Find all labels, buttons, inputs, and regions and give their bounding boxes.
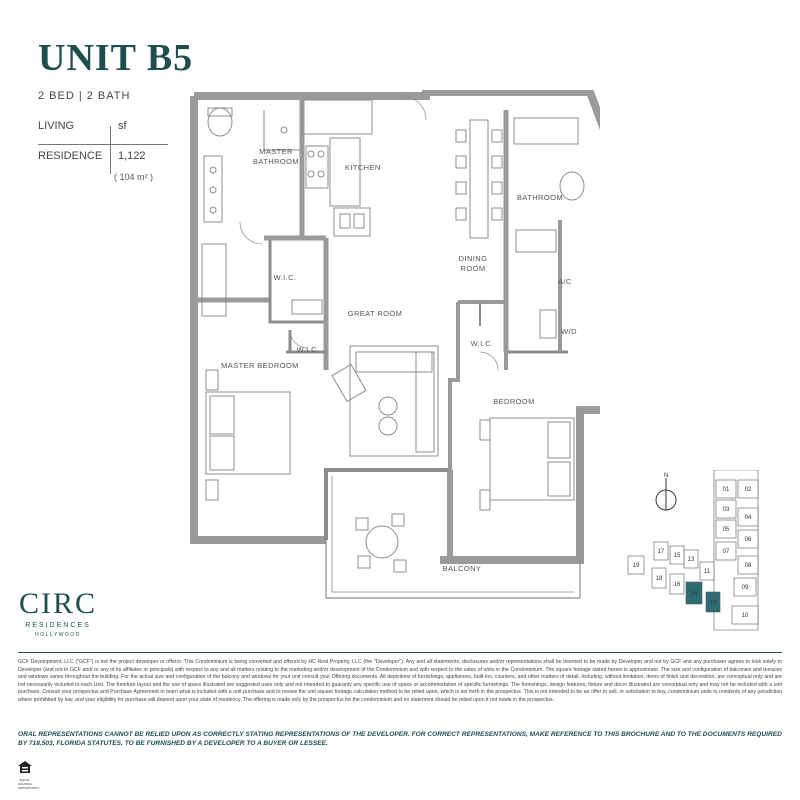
key-plan-unit-label: 06	[745, 537, 752, 543]
key-plan-unit-11	[699, 561, 715, 581]
key-plan-unit-04	[737, 507, 759, 527]
equal-housing-logo: EQUAL HOUSING OPPORTUNITY	[18, 760, 40, 790]
key-plan-unit-label: 12	[710, 600, 717, 606]
key-plan-unit-03	[715, 499, 737, 519]
key-plan-unit-label: 05	[723, 527, 730, 533]
key-plan-unit-label: 01	[723, 487, 730, 493]
key-plan: N 01 02 03 04 05 06 07 08 09 10 11 12 13 14 15 16 17 18 19	[627, 470, 759, 631]
key-plan-unit-19	[627, 555, 645, 575]
living-label: LIVING	[38, 120, 75, 132]
key-plan-unit-16	[669, 573, 685, 595]
room-label-wd: W/D	[561, 327, 577, 336]
key-plan-unit-label: 11	[704, 569, 711, 575]
equal-housing-icon	[18, 761, 32, 773]
room-label-master-bath-2: BATHROOM	[253, 157, 299, 166]
key-plan-unit-label: 07	[723, 549, 730, 555]
key-plan-unit-09	[733, 577, 757, 597]
north-label: N	[664, 473, 668, 479]
key-plan-unit-02	[737, 479, 759, 499]
key-plan-unit-07	[715, 541, 737, 561]
table-divider-vertical	[110, 126, 111, 174]
residence-label: RESIDENCE	[38, 150, 103, 162]
key-plan-unit-06	[737, 529, 759, 549]
key-plan-unit-12	[705, 591, 721, 613]
room-label-wic-great: W.I.C.	[297, 345, 320, 354]
oral-representations-notice: ORAL REPRESENTATIONS CANNOT BE RELIED UP…	[18, 731, 782, 747]
key-plan-unit-01	[715, 479, 737, 499]
area-row-residence: RESIDENCE 1,122	[38, 150, 168, 172]
room-label-bedroom: BEDROOM	[493, 397, 535, 406]
key-plan-unit-label: 04	[745, 515, 752, 521]
legal-disclaimer: GCF Development, LLC ("GCF") is not the …	[18, 659, 782, 703]
key-plan-unit-label: 18	[656, 576, 663, 582]
logo-residences: RESIDENCES	[25, 622, 91, 629]
room-label-balcony: BALCONY	[443, 564, 482, 573]
key-plan-unit-15	[669, 545, 685, 565]
floor-plan: MASTER BATHROOM KITCHEN DINING ROOM BATH…	[190, 90, 600, 599]
key-plan-unit-17	[653, 541, 669, 561]
area-table: LIVING sf RESIDENCE 1,122 ( 104 m² )	[38, 120, 168, 182]
key-plan-unit-18	[651, 567, 667, 589]
unit-subtitle: 2 BED | 2 BATH	[38, 90, 131, 102]
logo-hollywood: HOLLYWOOD	[35, 632, 81, 638]
key-plan-unit-label: 15	[674, 553, 681, 559]
room-label-wic-bedroom: W.I.C.	[471, 339, 494, 348]
unit-title: UNIT B5	[38, 37, 194, 79]
residence-value: 1,122	[118, 150, 146, 162]
logo-name: CIRC	[18, 587, 98, 620]
key-plan-unit-label: 09	[742, 585, 749, 591]
footer-rule	[18, 652, 782, 653]
area-row-header: LIVING sf	[38, 120, 168, 142]
key-plan-unit-14	[685, 581, 703, 605]
key-plan-unit-label: 08	[745, 563, 752, 569]
key-plan-unit-05	[715, 519, 737, 539]
key-plan-unit-label: 14	[691, 591, 698, 597]
room-label-master-bath-1: MASTER	[259, 147, 293, 156]
room-label-dining-1: DINING	[459, 254, 488, 263]
table-divider-horizontal	[38, 144, 168, 145]
key-plan-unit-10	[731, 605, 759, 625]
key-plan-unit-label: 17	[658, 549, 665, 555]
room-label-bathroom: BATHROOM	[517, 193, 563, 202]
key-plan-unit-label: 10	[742, 613, 749, 619]
key-plan-unit-label: 13	[688, 557, 695, 563]
room-label-master-bedroom: MASTER BEDROOM	[221, 361, 299, 370]
room-label-kitchen: KITCHEN	[345, 163, 381, 172]
north-arrow: N	[655, 473, 677, 511]
unit-label: sf	[118, 120, 127, 132]
room-label-wic-master: W.I.C.	[274, 273, 297, 282]
room-label-dining-2: ROOM	[461, 264, 486, 273]
key-plan-unit-label: 16	[674, 582, 681, 588]
key-plan-unit-label: 02	[745, 487, 752, 493]
key-plan-unit-label: 03	[723, 507, 730, 513]
key-plan-unit-08	[737, 555, 759, 575]
room-label-great-room: GREAT ROOM	[348, 309, 403, 318]
residence-metric: ( 104 m² )	[114, 172, 154, 182]
equal-housing-label: EQUAL HOUSING OPPORTUNITY	[18, 778, 40, 790]
key-plan-unit-label: 19	[633, 563, 640, 569]
circ-logo: CIRC RESIDENCES HOLLYWOOD	[18, 587, 98, 639]
room-label-ac: A/C	[558, 277, 572, 286]
